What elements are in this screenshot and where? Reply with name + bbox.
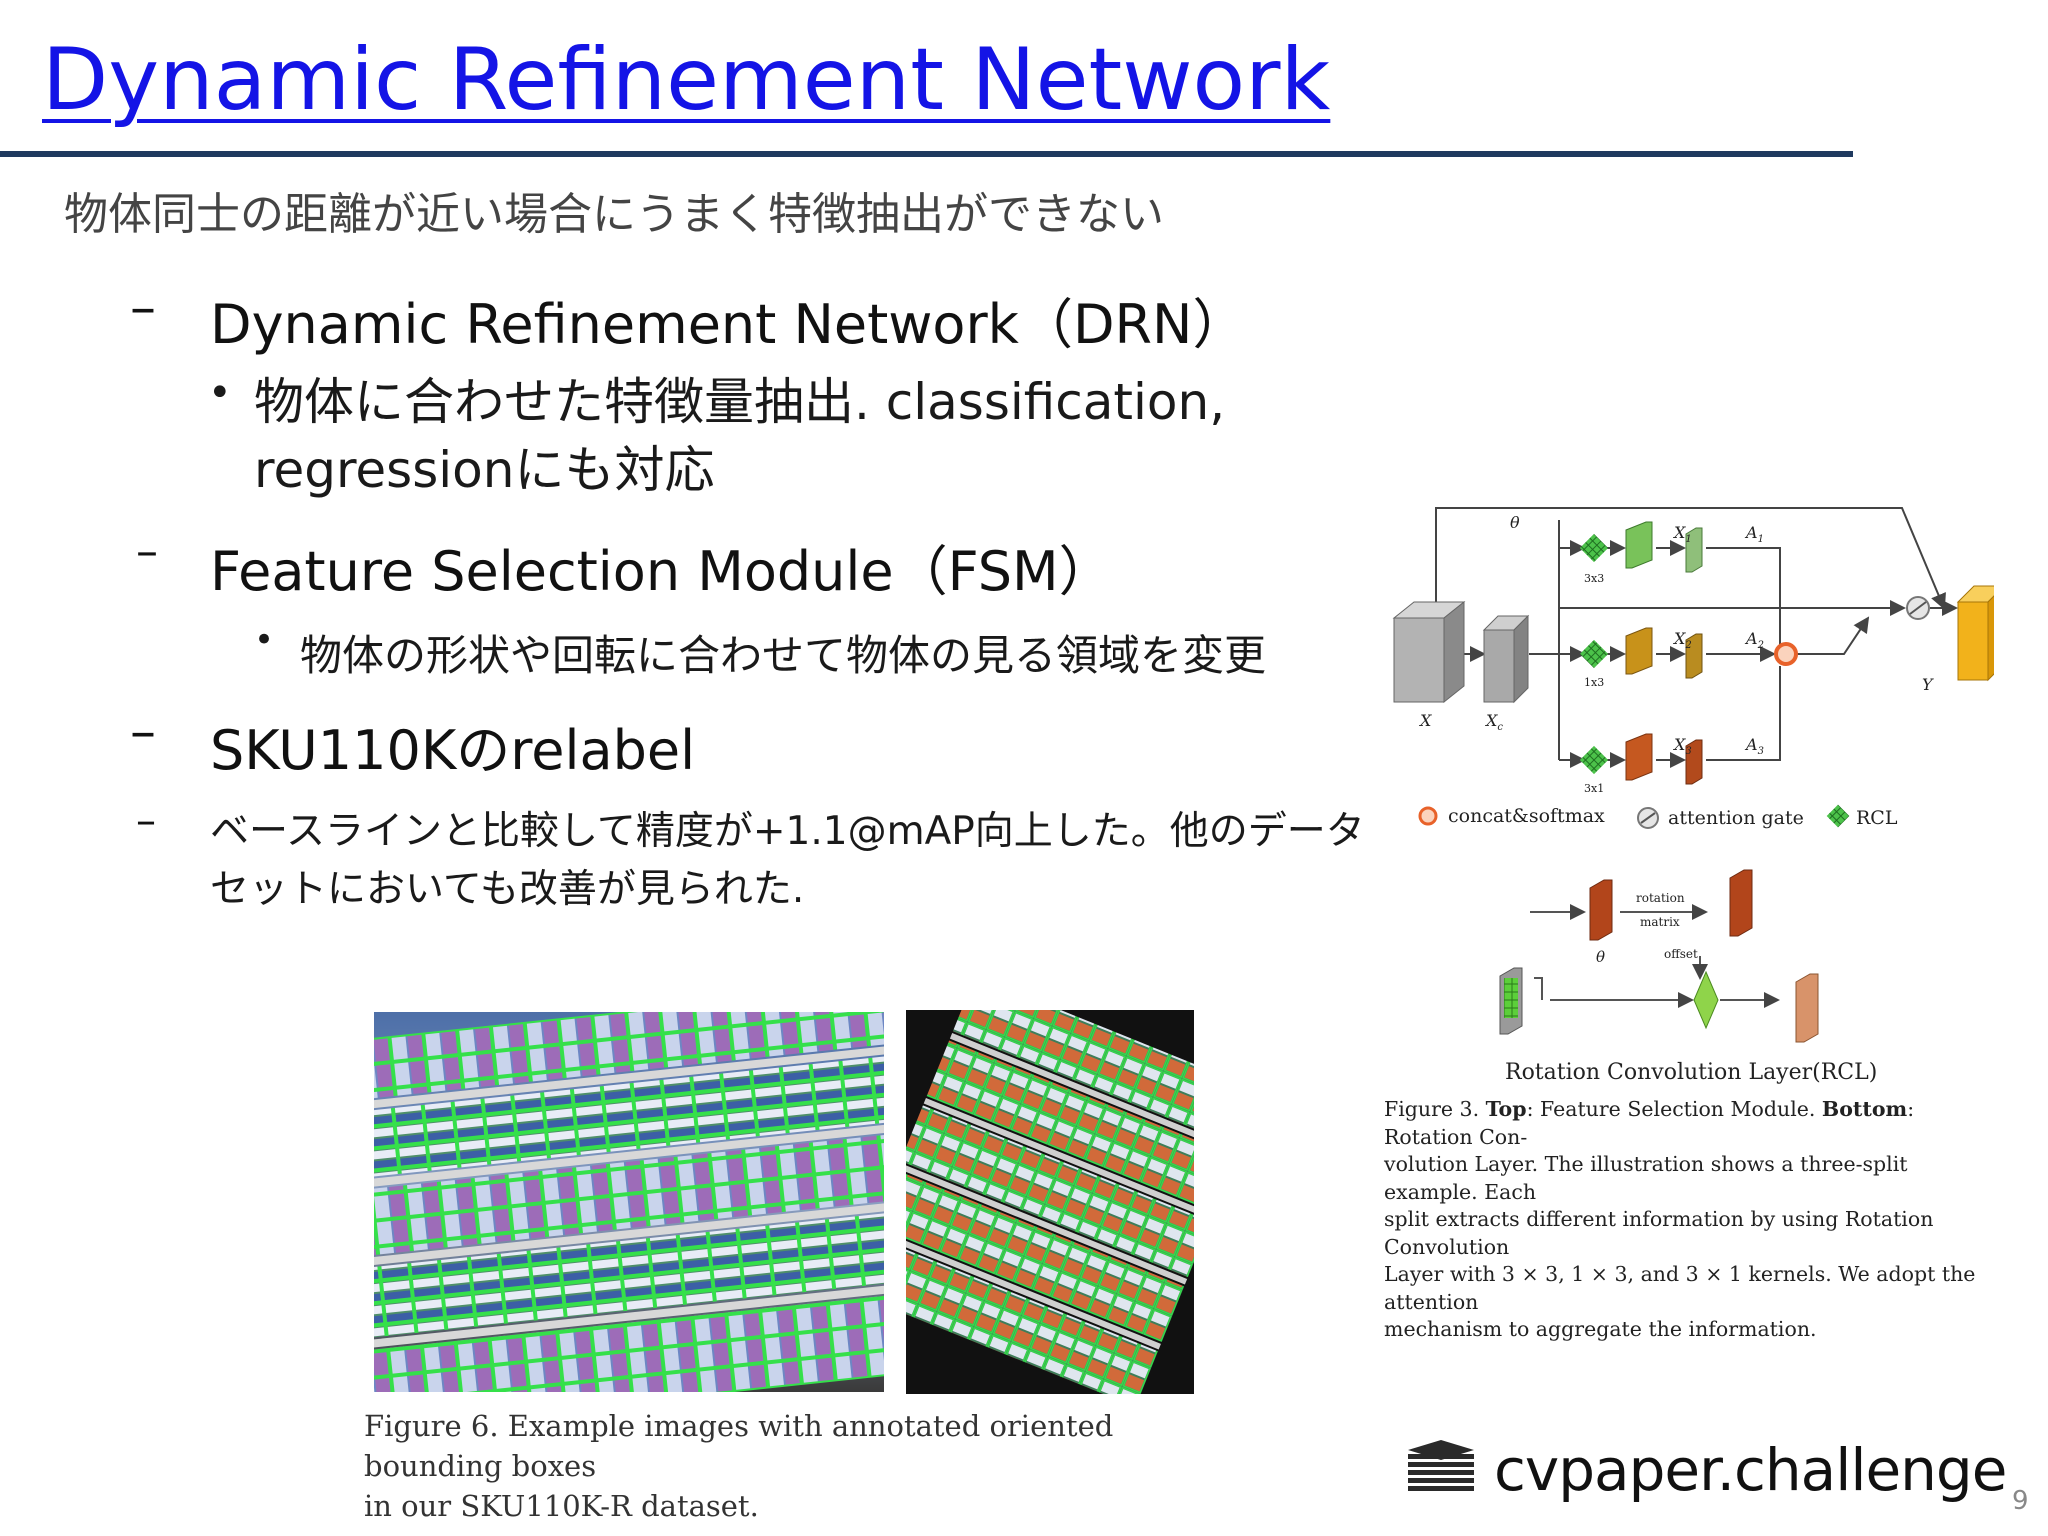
brand-name: cvpaper.challenge xyxy=(1494,1436,2007,1504)
bullet-item-result-line2: セットにおいても改善が見られた. xyxy=(210,867,805,912)
caption-segment: Figure 3. xyxy=(1384,1097,1486,1121)
figure3-caption: Figure 3. Top: Feature Selection Module.… xyxy=(1384,1096,1984,1344)
bullet-marker: • xyxy=(254,620,275,660)
svg-text:A2: A2 xyxy=(1744,629,1764,651)
dash-marker: – xyxy=(136,798,156,844)
branch-1-blocks xyxy=(1625,521,1703,573)
bullet-item-feature-line2: regressionにも対応 xyxy=(254,441,715,499)
bullet-item-feature-line1: 物体に合わせた特徴量抽出. classification, xyxy=(254,373,1226,431)
rcl-title: Rotation Convolution Layer(RCL) xyxy=(1505,1060,1878,1085)
shelf-photo-right xyxy=(906,1010,1194,1394)
branch-3-blocks xyxy=(1625,733,1703,785)
shelf-photo-left xyxy=(374,1012,884,1392)
rcl-icon xyxy=(1826,804,1850,828)
feature-block-x xyxy=(1392,600,1466,704)
caption-line: Layer with 3 × 3, 1 × 3, and 3 × 1 kerne… xyxy=(1384,1261,1984,1316)
bullet-item-sku110k: SKU110Kのrelabel xyxy=(210,719,696,782)
svg-text:RCL: RCL xyxy=(1856,807,1898,829)
cvpaper-logo-icon xyxy=(1408,1440,1474,1491)
dash-marker: – xyxy=(130,702,156,762)
svg-text:A3: A3 xyxy=(1744,735,1764,757)
caption-segment: Layer with 3 × 3, 1 × 3, and 3 × 1 kerne… xyxy=(1384,1262,1976,1314)
svg-text:Y: Y xyxy=(1922,675,1934,694)
caption-line: split extracts different information by … xyxy=(1384,1206,1984,1261)
svg-text:rotation: rotation xyxy=(1636,891,1685,905)
svg-text:3x1: 3x1 xyxy=(1584,782,1604,795)
output-block-y xyxy=(1956,585,1994,682)
svg-text:θ: θ xyxy=(1510,513,1520,532)
concat-softmax-icon xyxy=(1418,806,1438,826)
slide-title[interactable]: Dynamic Refinement Network xyxy=(42,30,1331,130)
caption-line: Figure 3. Top: Feature Selection Module.… xyxy=(1384,1096,1984,1151)
svg-text:3x3: 3x3 xyxy=(1584,572,1604,585)
attention-gate-icon xyxy=(1906,596,1930,620)
dash-marker: – xyxy=(136,526,158,577)
svg-text:X: X xyxy=(1418,711,1432,730)
title-divider xyxy=(0,151,1853,157)
svg-text:matrix: matrix xyxy=(1640,915,1680,929)
bullet-item-result-line1: ベースラインと比較して精度が+1.1@mAP向上した。他のデータ xyxy=(210,809,1365,854)
rcl-diagram: rotation matrix offset θ xyxy=(1499,869,1819,1043)
svg-text:A1: A1 xyxy=(1744,523,1764,545)
svg-text:1x3: 1x3 xyxy=(1584,676,1604,689)
concat-softmax-icon xyxy=(1774,642,1798,666)
bullet-item-fsm-detail: 物体の形状や回転に合わせて物体の見る領域を変更 xyxy=(300,631,1267,680)
caption-line: in our SKU110K-R dataset. xyxy=(364,1489,759,1523)
svg-text:attention gate: attention gate xyxy=(1668,807,1804,829)
svg-text:X1: X1 xyxy=(1672,523,1692,545)
caption-segment: split extracts different information by … xyxy=(1384,1207,1934,1259)
fsm-legend: concat&softmax attention gate RCL xyxy=(1418,804,1898,829)
caption-line: Figure 6. Example images with annotated … xyxy=(364,1409,1114,1483)
figure6-caption: Figure 6. Example images with annotated … xyxy=(364,1406,1244,1526)
fsm-diagram: θ X Xc X1 X2 X3 A1 A2 A3 Y 3x3 1x3 3x1 c… xyxy=(1392,507,1994,829)
caption-line: volution Layer. The illustration shows a… xyxy=(1384,1151,1984,1206)
caption-segment: mechanism to aggregate the information. xyxy=(1384,1317,1817,1341)
caption-segment: : Rotation Con- xyxy=(1384,1097,1915,1149)
bullet-item-drn: Dynamic Refinement Network（DRN） xyxy=(210,293,1247,356)
svg-text:offset: offset xyxy=(1664,947,1698,961)
slide-subtitle: 物体同士の距離が近い場合にうまく特徴抽出ができない xyxy=(64,189,1164,240)
bullet-marker: • xyxy=(208,370,232,416)
feature-block-xc xyxy=(1482,614,1530,704)
svg-text:X3: X3 xyxy=(1672,735,1692,757)
caption-line: mechanism to aggregate the information. xyxy=(1384,1316,1984,1344)
svg-text:concat&softmax: concat&softmax xyxy=(1448,805,1605,827)
bullet-item-fsm: Feature Selection Module（FSM） xyxy=(210,540,1113,603)
caption-segment: : Feature Selection Module. xyxy=(1526,1097,1822,1121)
svg-text:θ: θ xyxy=(1596,948,1605,966)
dash-marker: – xyxy=(130,278,156,338)
caption-segment: Bottom xyxy=(1821,1097,1908,1121)
caption-segment: Top xyxy=(1485,1097,1527,1121)
svg-text:X2: X2 xyxy=(1672,629,1692,651)
svg-text:Xc: Xc xyxy=(1484,711,1503,733)
page-number: 9 xyxy=(2012,1486,2029,1516)
caption-segment: volution Layer. The illustration shows a… xyxy=(1384,1152,1908,1204)
branch-2-blocks xyxy=(1625,627,1703,679)
